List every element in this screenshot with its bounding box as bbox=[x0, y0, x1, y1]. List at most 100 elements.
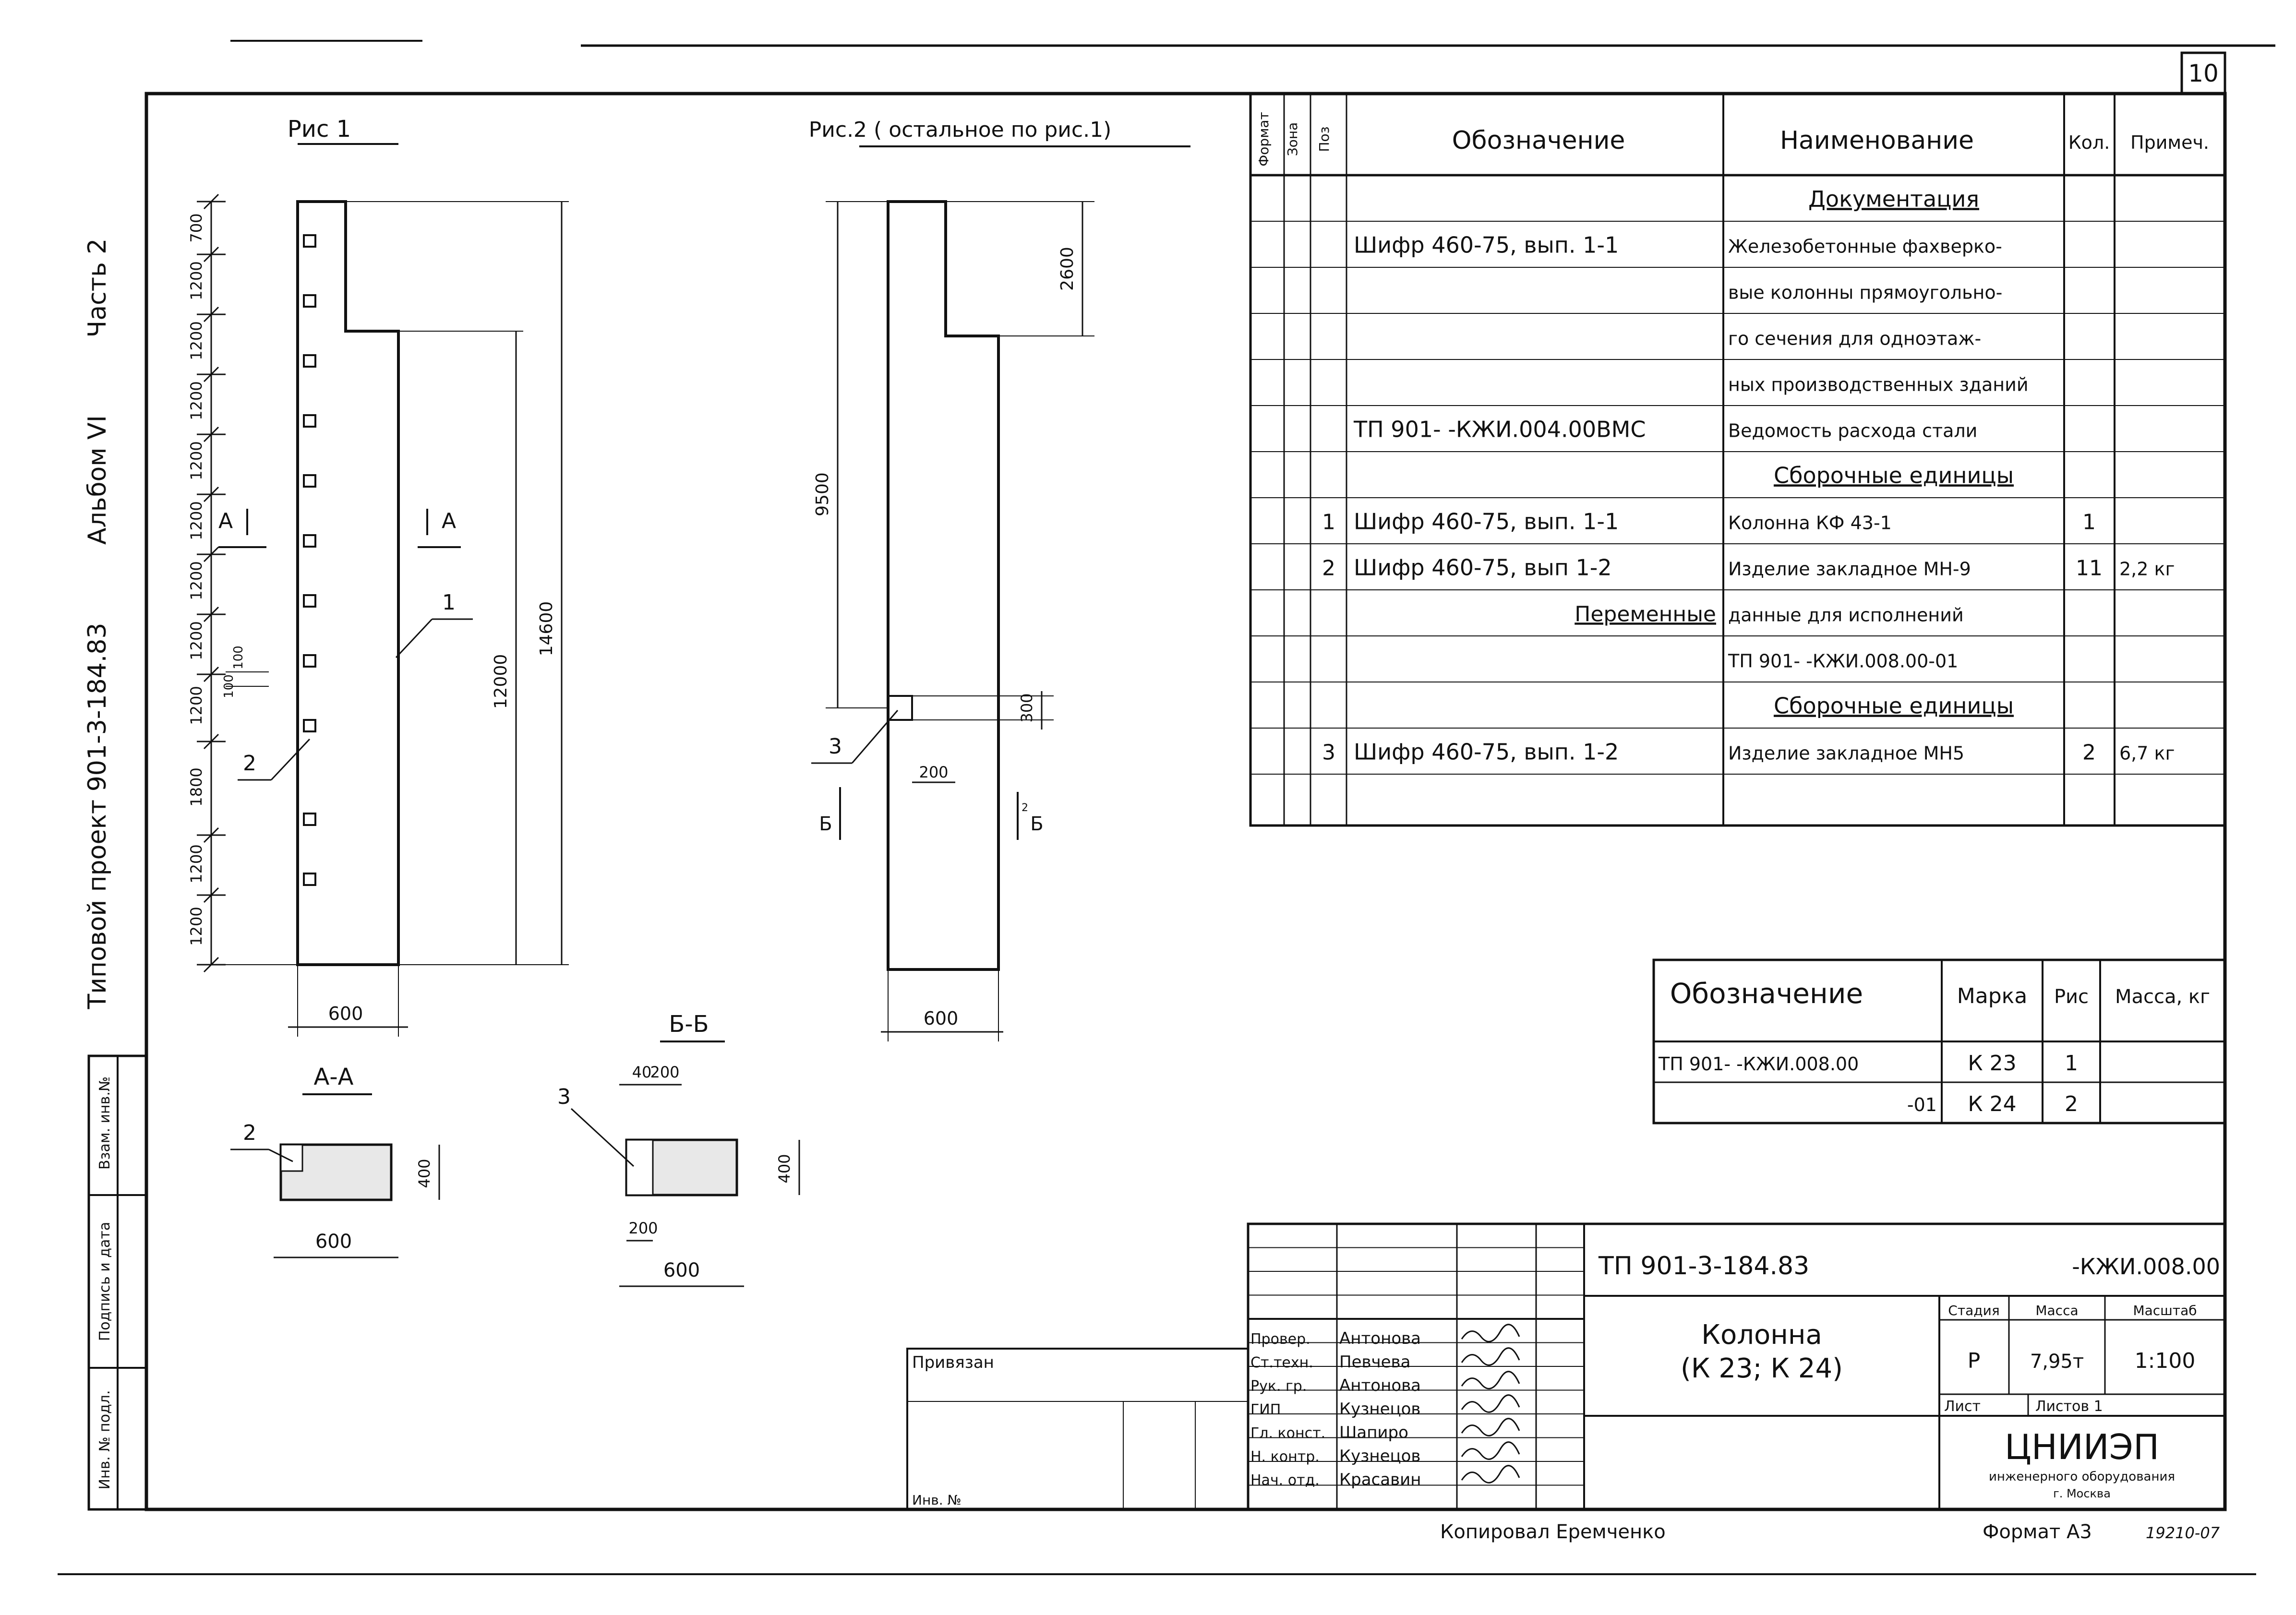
spec-row-prim: 6,7 кг bbox=[2119, 742, 2175, 764]
title-block: ТП 901-3-184.83 -КЖИ.008.00 Колонна (К 2… bbox=[906, 1222, 2226, 1511]
spec-header-poz: Поз bbox=[1316, 126, 1332, 152]
fig2-dim-2600: 2600 bbox=[1058, 247, 1077, 291]
tb-masshtab: 1:100 bbox=[2135, 1349, 2196, 1373]
fig2-dim-200: 200 bbox=[919, 763, 948, 781]
embed-mark-10 bbox=[303, 813, 316, 826]
fig1-tick-slash-1 bbox=[203, 193, 219, 210]
spec-row-naim: го сечения для одноэтаж- bbox=[1728, 328, 1981, 349]
tb-privyazan: Привязан bbox=[912, 1353, 994, 1372]
spec-table-grid bbox=[1250, 94, 2225, 825]
fig1-callout-2: 2 bbox=[243, 751, 256, 776]
fig2-callout-3-leader bbox=[851, 710, 899, 764]
spec-row-poz: 3 bbox=[1322, 740, 1335, 765]
embed-mark-4 bbox=[303, 414, 316, 428]
section-bb: Б-Б 40 200 3 400 200 600 bbox=[557, 1011, 800, 1287]
signature-7 bbox=[1461, 1465, 1520, 1483]
project-label: Типовой проект 901-3-184.83 bbox=[83, 622, 112, 1009]
tb-role-3: Рук. гр. bbox=[1250, 1378, 1307, 1395]
tb-signatures bbox=[1461, 1324, 1520, 1483]
spec-row-poz: 1 bbox=[1322, 510, 1335, 534]
drawing-frame bbox=[144, 92, 2227, 1511]
spec-row-kol: 2 bbox=[2082, 740, 2096, 765]
fig1-callout-1: 1 bbox=[442, 590, 456, 615]
section-bb-embed bbox=[625, 1139, 654, 1196]
variants-header-ris: Рис bbox=[2054, 986, 2089, 1008]
section-aa-title: А-А bbox=[314, 1064, 354, 1090]
podpis-label: Подпись и дата bbox=[96, 1222, 113, 1341]
signature-5 bbox=[1461, 1418, 1520, 1436]
fig1-tick-slash-3 bbox=[203, 306, 219, 323]
tb-inv-no: Инв. № bbox=[912, 1492, 962, 1508]
fig2-dim-small: 2 bbox=[1022, 802, 1028, 814]
fig1-dim-100a: 100 bbox=[231, 646, 246, 670]
tb-signature-grid bbox=[1248, 1224, 1584, 1509]
tb-org-sub2: г. Москва bbox=[2053, 1487, 2111, 1500]
variants-row2-marka: К 24 bbox=[1968, 1092, 2016, 1116]
specification-table: Формат Зона Поз Обозначение Наименование… bbox=[1249, 92, 2226, 827]
fig1-dim-7: 1200 bbox=[187, 561, 205, 600]
section-bb-height: 400 bbox=[775, 1154, 793, 1183]
section-b-left: Б bbox=[819, 813, 832, 835]
tb-name-role-7: Красавин bbox=[1339, 1470, 1421, 1489]
spec-row-naim: ных производственных зданий bbox=[1728, 374, 2029, 395]
fig1-callout-2-leader bbox=[270, 738, 311, 781]
fig1-dim-12: 1200 bbox=[187, 907, 205, 945]
footer-kopiroval: Копировал Еремченко bbox=[1440, 1521, 1666, 1543]
section-b-right: Б bbox=[1030, 813, 1043, 835]
fig2-callout-3: 3 bbox=[829, 734, 842, 759]
fig1-dim-1: 700 bbox=[187, 213, 205, 242]
fig1-dimension-ticks bbox=[197, 193, 226, 973]
inv-podl-label: Инв. № подл. bbox=[96, 1390, 113, 1490]
fig1-tick-slash-8 bbox=[203, 606, 219, 622]
tb-name-role-4: Кузнецов bbox=[1339, 1400, 1420, 1419]
spec-row-kol: 11 bbox=[2076, 556, 2103, 580]
variants-header-massa: Масса, кг bbox=[2115, 986, 2210, 1008]
fig2-dim-300: 300 bbox=[1018, 693, 1036, 722]
tb-org: ЦНИИЭП bbox=[2005, 1427, 2159, 1467]
spec-row-oboz: Шифр 460-75, вып. 1-1 bbox=[1354, 508, 1619, 534]
footer-format: Формат А3 bbox=[1983, 1521, 2092, 1543]
tb-name-2: (К 23; К 24) bbox=[1681, 1353, 1843, 1384]
embed-mark-6 bbox=[303, 534, 316, 548]
fig1-tick-slash-12 bbox=[203, 887, 219, 903]
section-bb-title: Б-Б bbox=[669, 1011, 709, 1038]
spec-row-naim: Железобетонные фахверко- bbox=[1728, 236, 2002, 257]
signature-3 bbox=[1461, 1371, 1520, 1389]
spec-row-oboz: Шифр 460-75, вып. 1-2 bbox=[1354, 739, 1619, 765]
embed-mark-2 bbox=[303, 294, 316, 308]
variants-header-oboz: Обозначение bbox=[1670, 977, 1863, 1010]
fig1-dim-12000: 12000 bbox=[491, 654, 511, 709]
figure-1: Рис 1 700 1200 1200 1200 1200 1200 1200 … bbox=[187, 116, 569, 1037]
spec-row-naim: Документация bbox=[1808, 186, 1979, 212]
tb-role-6: Н. контр. bbox=[1250, 1448, 1320, 1465]
sheet-number: 10 bbox=[2188, 60, 2219, 87]
section-aa-height: 400 bbox=[415, 1159, 433, 1188]
fig1-dim-3: 1200 bbox=[187, 321, 205, 360]
tb-role-4: ГИП bbox=[1250, 1401, 1281, 1418]
tb-massa: 7,95т bbox=[2030, 1351, 2084, 1373]
spec-row-naim: Сборочные единицы bbox=[1774, 462, 2014, 488]
tb-name-role-2: Певчева bbox=[1339, 1352, 1410, 1372]
fig1-dim-8: 1200 bbox=[187, 621, 205, 660]
figure-2: Рис.2 ( остальное по рис.1) 2600 9500 30… bbox=[809, 118, 1190, 1041]
spec-row-naim: ТП 901- -КЖИ.008.00-01 bbox=[1728, 650, 1958, 671]
fig2-width: 600 bbox=[924, 1008, 959, 1029]
embed-mark-8 bbox=[303, 654, 316, 668]
fig1-tick-slash-7 bbox=[203, 546, 219, 562]
variants-row2-ris: 2 bbox=[2065, 1092, 2078, 1116]
spec-row-oboz: ТП 901- -КЖИ.004.00ВМС bbox=[1353, 416, 1646, 442]
spec-header-naim: Наименование bbox=[1780, 126, 1974, 155]
tb-roles: Провер. Антонова Ст.техн. Певчева Рук. г… bbox=[1250, 1329, 1421, 1489]
variants-header-marka: Марка bbox=[1957, 984, 2027, 1008]
spec-header-prim: Примеч. bbox=[2130, 132, 2209, 153]
spec-row-naim: Колонна КФ 43-1 bbox=[1728, 512, 1892, 533]
fig1-dim-5: 1200 bbox=[187, 441, 205, 480]
tb-massa-label: Масса bbox=[2035, 1303, 2078, 1318]
section-bb-width: 600 bbox=[663, 1259, 700, 1281]
spec-header-zona: Зона bbox=[1285, 122, 1300, 156]
fig1-dim-11: 1200 bbox=[187, 844, 205, 883]
tb-role-1: Провер. bbox=[1250, 1331, 1310, 1348]
section-aa-callout-leader bbox=[268, 1148, 293, 1162]
